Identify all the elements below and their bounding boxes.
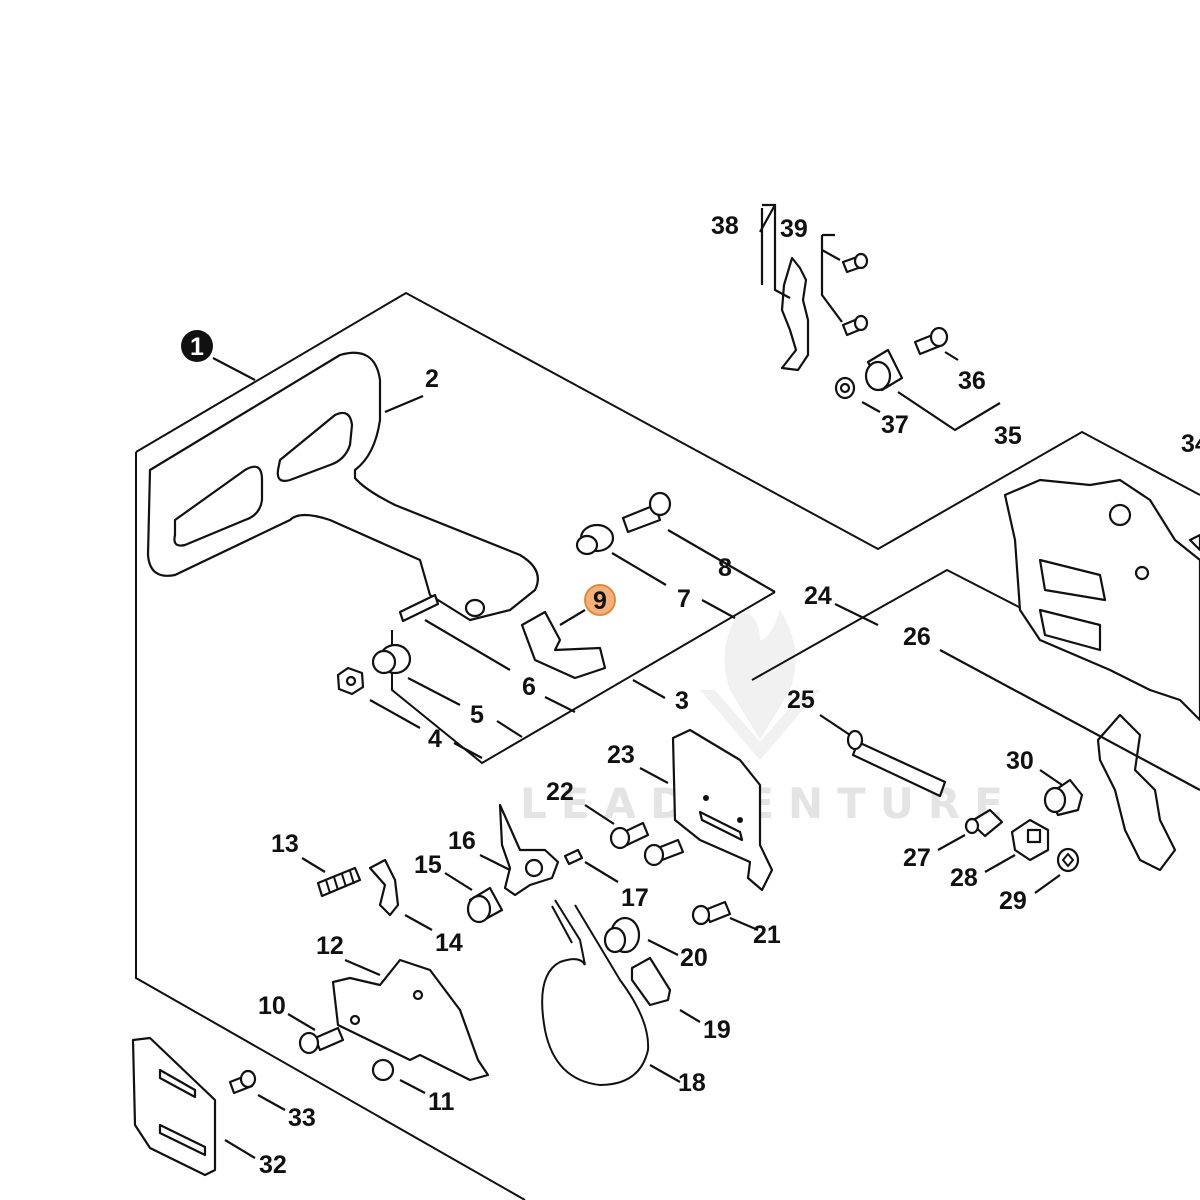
callout-11[interactable]: 11 bbox=[428, 1088, 455, 1116]
callout-27[interactable]: 27 bbox=[903, 844, 931, 872]
screw-39b bbox=[841, 314, 869, 337]
callout-18[interactable]: 18 bbox=[678, 1069, 706, 1097]
screw-21 bbox=[691, 900, 732, 926]
callout-32[interactable]: 32 bbox=[259, 1151, 287, 1179]
callout-30[interactable]: 30 bbox=[1006, 747, 1034, 775]
callout-34[interactable]: 34 bbox=[1181, 430, 1200, 458]
washer-29 bbox=[1056, 847, 1080, 873]
callout-17[interactable]: 17 bbox=[621, 884, 649, 912]
callout-24[interactable]: 24 bbox=[804, 582, 832, 610]
callout-33[interactable]: 33 bbox=[288, 1104, 316, 1132]
nut-11 bbox=[371, 1058, 395, 1082]
screw-39a bbox=[841, 252, 869, 274]
callout-6[interactable]: 6 bbox=[522, 673, 536, 701]
assembly-outline-main bbox=[135, 291, 1200, 1200]
brake-band-18 bbox=[541, 899, 650, 1087]
sleeve bbox=[575, 523, 615, 556]
callout-7[interactable]: 7 bbox=[677, 585, 691, 613]
callout-36[interactable]: 36 bbox=[958, 367, 986, 395]
callout-29[interactable]: 29 bbox=[999, 887, 1027, 915]
callout-8[interactable]: 8 bbox=[718, 554, 732, 582]
adjusting-screw-25 bbox=[846, 729, 947, 798]
leader-9 bbox=[559, 609, 586, 626]
callout-2[interactable]: 2 bbox=[425, 365, 439, 393]
front-hand-guard bbox=[146, 351, 539, 622]
screw-22a bbox=[609, 821, 650, 850]
pin-17 bbox=[563, 848, 584, 866]
block-28 bbox=[1010, 818, 1050, 862]
pin bbox=[398, 593, 440, 623]
callout-26[interactable]: 26 bbox=[903, 623, 931, 651]
lever bbox=[520, 610, 607, 680]
callout-16[interactable]: 16 bbox=[448, 827, 476, 855]
brake-lever-16 bbox=[498, 803, 560, 897]
brake-lever-38 bbox=[780, 256, 810, 372]
bracket-12 bbox=[331, 958, 490, 1082]
callout-25[interactable]: 25 bbox=[787, 686, 815, 714]
callout-14[interactable]: 14 bbox=[435, 929, 463, 957]
callout-1-number: 1 bbox=[190, 333, 204, 361]
callout-19[interactable]: 19 bbox=[703, 1016, 731, 1044]
callout-3[interactable]: 3 bbox=[675, 687, 689, 715]
nut-27 bbox=[964, 808, 1004, 838]
spring-13 bbox=[316, 866, 362, 898]
washer-37 bbox=[834, 376, 856, 400]
lever-14 bbox=[368, 858, 400, 917]
callout-4[interactable]: 4 bbox=[428, 725, 442, 753]
brake-housing bbox=[1003, 478, 1200, 722]
callout-9-badge[interactable]: 9 bbox=[584, 584, 616, 616]
callout-10[interactable]: 10 bbox=[258, 992, 286, 1020]
side-cover-32 bbox=[131, 1036, 217, 1177]
callout-13[interactable]: 13 bbox=[271, 830, 299, 858]
callout-12[interactable]: 12 bbox=[316, 932, 344, 960]
screw-8 bbox=[621, 491, 672, 534]
leader-lines bbox=[224, 203, 1200, 1159]
callout-15[interactable]: 15 bbox=[414, 851, 442, 879]
callout-20[interactable]: 20 bbox=[680, 944, 708, 972]
callout-5[interactable]: 5 bbox=[470, 701, 484, 729]
callout-38[interactable]: 38 bbox=[711, 212, 739, 240]
callout-37[interactable]: 37 bbox=[881, 411, 909, 439]
callout-28[interactable]: 28 bbox=[950, 864, 978, 892]
gear-30 bbox=[1043, 778, 1084, 817]
callout-9-number: 9 bbox=[593, 587, 607, 615]
callout-35[interactable]: 35 bbox=[994, 422, 1022, 450]
callout-23[interactable]: 23 bbox=[607, 741, 635, 769]
bushing-15 bbox=[466, 886, 504, 924]
watermark-logo bbox=[700, 610, 820, 760]
screw-22b bbox=[643, 838, 685, 867]
screw-10 bbox=[298, 1026, 345, 1055]
cover-plate-23 bbox=[671, 728, 774, 892]
screw-36 bbox=[913, 326, 949, 356]
callout-39[interactable]: 39 bbox=[780, 215, 808, 243]
assembly-outline-sub-3 bbox=[391, 591, 776, 765]
callout-21[interactable]: 21 bbox=[753, 921, 781, 949]
guide-plate bbox=[1096, 713, 1177, 872]
screw-33 bbox=[228, 1069, 257, 1095]
sprocket-20 bbox=[603, 916, 641, 954]
spacer-5 bbox=[371, 643, 412, 675]
callout-numbers: 2 3 4 5 6 7 8 10 11 12 13 14 15 16 17 18… bbox=[258, 212, 1200, 1179]
callout-22[interactable]: 22 bbox=[546, 778, 574, 806]
leader-1 bbox=[212, 357, 256, 381]
callout-1-badge[interactable]: 1 bbox=[181, 330, 213, 362]
bushing-35 bbox=[864, 348, 904, 392]
nut-4 bbox=[336, 666, 365, 696]
block-19 bbox=[630, 956, 672, 1007]
